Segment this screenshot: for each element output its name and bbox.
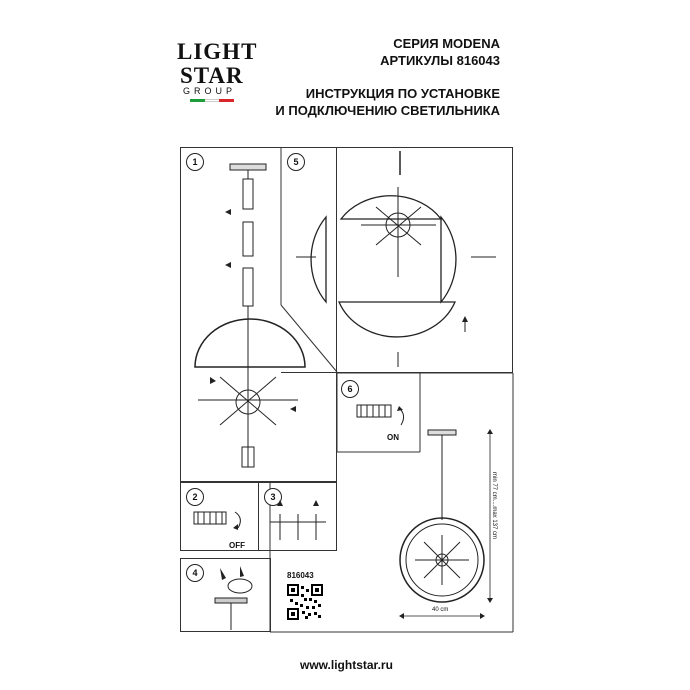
step-number-3: 3 [264, 488, 282, 506]
article-heading: АРТИКУЛЫ 816043 [380, 53, 500, 68]
step-1-assembly-drawing [194, 163, 306, 468]
logo-flag [190, 99, 235, 102]
switch-off-label: OFF [229, 541, 245, 550]
step-number-6: 6 [341, 380, 359, 398]
article-code-label: 816043 [287, 571, 314, 580]
step-5-shades-drawing [296, 151, 496, 367]
logo-text-group: GROUP [183, 86, 237, 96]
logo-text-star: STAR [180, 63, 244, 88]
step-number-4: 4 [186, 564, 204, 582]
step-1-panel [180, 147, 337, 482]
series-heading: СЕРИЯ MODENA [393, 36, 500, 51]
height-dimension-label: min 77 cm....max 137 cm [491, 472, 497, 540]
logo-text-light: LIGHT [177, 39, 258, 64]
instruction-title-line2: И ПОДКЛЮЧЕНИЮ СВЕТИЛЬНИКА [275, 103, 500, 118]
step-6-switch-on-drawing [356, 404, 405, 426]
qr-code-icon [287, 584, 323, 620]
step-3-panel [258, 482, 337, 551]
step-2-switch-off-drawing [193, 511, 241, 530]
step-3-bulbs-drawing [270, 500, 326, 540]
step-number-2: 2 [186, 488, 204, 506]
step-4-mount-drawing [214, 566, 253, 630]
switch-on-label: ON [387, 433, 399, 442]
step-number-1: 1 [186, 153, 204, 171]
assembled-lamp-drawing [399, 429, 493, 619]
width-dimension-label: 40 cm [432, 607, 449, 613]
step-number-5: 5 [287, 153, 305, 171]
step-4-panel [180, 558, 271, 632]
instruction-title-line1: ИНСТРУКЦИЯ ПО УСТАНОВКЕ [305, 86, 500, 101]
footer-url[interactable]: www.lightstar.ru [300, 658, 393, 672]
